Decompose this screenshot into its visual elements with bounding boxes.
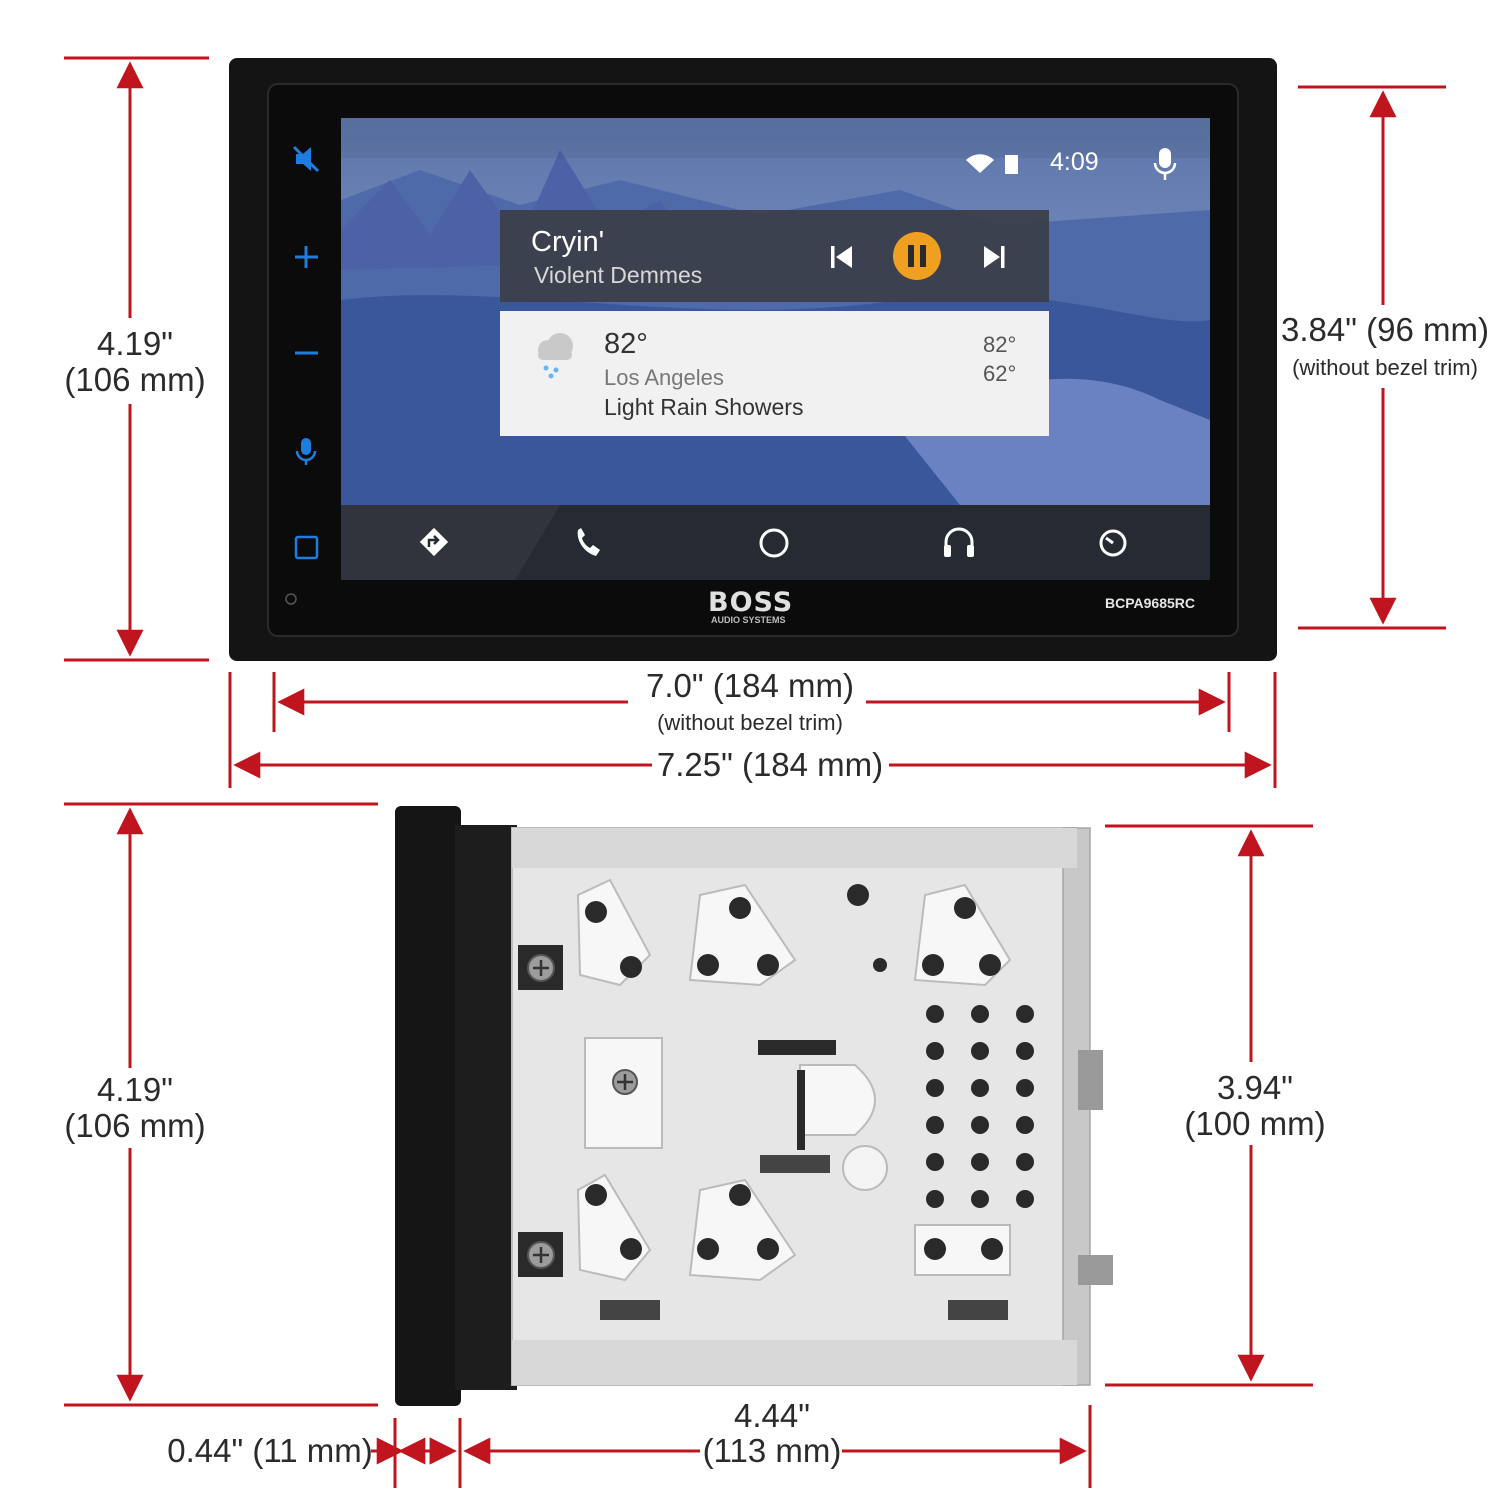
chassis-depth-sub: (113 mm) [702,1432,842,1469]
weather-condition: Light Rain Showers [604,394,804,420]
rain-cloud-icon [538,333,573,379]
display-screen [341,118,1210,580]
total-width-label: 7.25" (184 mm) [656,746,884,783]
pause-button[interactable] [893,232,941,280]
wifi-icon [966,154,994,173]
media-card[interactable] [500,210,1049,302]
weather-card[interactable] [500,311,1049,436]
recents-icon[interactable] [1099,529,1127,557]
front-height-sub: (106 mm) [64,361,206,398]
home-circle-icon[interactable] [759,528,789,558]
screen-width-label: 7.0" (184 mm) [646,667,854,704]
chassis-height-sub: (100 mm) [1184,1105,1326,1142]
side-height-sub: (106 mm) [64,1107,206,1144]
ir-sensor-icon [285,593,297,605]
previous-track-icon[interactable] [831,246,852,268]
screen-width-sub: (without bezel trim) [657,710,843,735]
battery-icon [1005,155,1018,174]
side-bezel [395,806,461,1406]
head-unit-front [229,58,1277,661]
track-artist: Violent Demmes [534,262,703,288]
side-height-label: 4.19" [97,1071,173,1108]
mute-icon[interactable] [292,145,320,173]
model-number: BCPA9685RC [1105,595,1195,611]
navigation-icon[interactable] [419,527,449,557]
chassis-height-label: 3.94" [1217,1069,1293,1106]
screen-height-sub: (without bezel trim) [1292,355,1478,380]
microphone-icon [1159,148,1171,168]
track-title: Cryin' [531,226,605,258]
head-unit-side [395,806,1113,1406]
mount-screw [518,1232,563,1277]
side-buttons [285,145,320,605]
weather-city: Los Angeles [604,365,724,390]
volume-up-icon[interactable] [295,246,318,268]
chassis-depth-label: 4.44" [734,1397,810,1434]
front-height-label: 4.19" [97,325,173,362]
brand-logo: BOSS [708,587,794,618]
weather-temp: 82° [604,328,648,360]
bezel-depth-label: 0.44" (11 mm) [167,1432,373,1469]
voice-icon[interactable] [295,438,317,465]
phone-icon[interactable] [577,528,600,556]
dimension-lines [64,56,1446,1488]
brand-subtitle: AUDIO SYSTEMS [711,615,786,625]
status-time: 4:09 [1050,148,1099,176]
mount-screw [518,945,563,990]
mount-screw [612,1069,638,1095]
weather-low: 62° [983,361,1017,386]
home-square-icon[interactable] [294,535,319,560]
next-track-icon[interactable] [984,246,1005,268]
screen-height-label: 3.84" (96 mm) [1281,311,1489,348]
weather-high: 82° [983,332,1017,357]
nav-bar [341,505,1210,580]
headphones-icon[interactable] [944,527,974,557]
